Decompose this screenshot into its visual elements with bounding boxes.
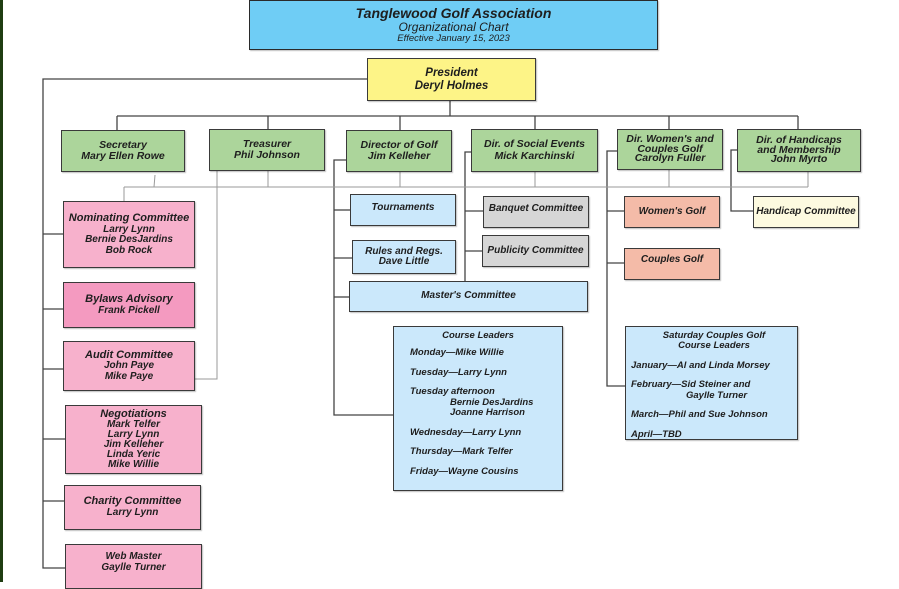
- course-leader-row: Wednesday—Larry Lynn: [410, 426, 522, 438]
- publicity-label: Publicity Committee: [487, 244, 584, 256]
- course-leader-row: Thursday—Mark Telfer: [410, 446, 513, 458]
- couples-golf-label: Couples Golf: [640, 254, 704, 265]
- officer-director-of-golf: Director of Golf Jim Kelleher: [346, 130, 452, 172]
- committee-title: Audit Committee: [85, 348, 173, 361]
- committee-member: John Paye: [103, 360, 155, 372]
- rules-name: Dave Little: [378, 256, 430, 267]
- connector-president-left: [42, 78, 367, 569]
- saturday-leader-row: March—Phil and Sue Johnson: [631, 409, 768, 421]
- officer-role: Dir. Women's and: [626, 132, 714, 145]
- window-edge: [0, 0, 3, 582]
- committee-member: Larry Lynn: [106, 507, 159, 519]
- officer-womens-couples: Dir. Women's and Couples Golf Carolyn Fu…: [617, 129, 723, 170]
- committee-member: Frank Pickell: [98, 304, 160, 316]
- tournaments-label: Tournaments: [371, 202, 435, 213]
- saturday-leader-row: February—Sid Steiner and Gaylle Turner: [631, 379, 797, 401]
- committee-member: Bernie DesJardins: [85, 234, 173, 246]
- committee-title: Bylaws Advisory: [85, 292, 173, 305]
- womens-golf-label: Women's Golf: [638, 205, 706, 217]
- committee-title: Web Master: [105, 551, 162, 562]
- rules-regs-box: Rules and Regs. Dave Little: [352, 240, 456, 274]
- connector-social-branch: [464, 151, 472, 282]
- saturday-leaders-box: Saturday Couples Golf Course Leaders Jan…: [625, 326, 798, 440]
- bylaws-advisory: Bylaws Advisory Frank Pickell: [63, 282, 195, 328]
- committee-member: Larry Lynn: [103, 223, 155, 235]
- officer-role: Treasurer: [242, 137, 292, 150]
- committee-title: Nominating Committee: [68, 211, 190, 224]
- officer-name: Mary Ellen Rowe: [81, 150, 165, 162]
- web-master: Web Master Gaylle Turner: [65, 544, 202, 589]
- chart-title-box: Tanglewood Golf Association Organization…: [249, 0, 658, 50]
- officer-name: Mick Karchinski: [494, 149, 575, 162]
- charity-committee: Charity Committee Larry Lynn: [64, 485, 201, 530]
- couples-golf-box: Couples Golf: [624, 248, 720, 280]
- officer-secretary: Secretary Mary Ellen Rowe: [61, 130, 185, 172]
- tournaments-box: Tournaments: [350, 194, 456, 226]
- course-leaders-title: Course Leaders: [442, 330, 514, 341]
- president-name: Deryl Holmes: [414, 79, 489, 92]
- president-box: President Deryl Holmes: [367, 58, 536, 101]
- course-leader-name: Joanne Harrison: [450, 407, 525, 419]
- effective-date: Effective January 15, 2023: [397, 32, 510, 44]
- organization-name: Tanglewood Golf Association: [355, 5, 552, 22]
- officer-role: Couples Golf: [637, 142, 703, 155]
- officer-name: Carolyn Fuller: [634, 152, 706, 165]
- banquet-committee-box: Banquet Committee: [483, 196, 589, 228]
- course-leader-row: Friday—Wayne Cousins: [410, 465, 519, 477]
- publicity-committee-box: Publicity Committee: [482, 235, 589, 267]
- connector-treasurer-audit: [195, 171, 218, 380]
- rules-title: Rules and Regs.: [365, 245, 443, 257]
- committee-member: Larry Lynn: [107, 429, 160, 440]
- course-leader-name: Bernie DesJardins: [450, 396, 534, 408]
- committee-member: Mike Paye: [104, 370, 154, 382]
- audit-committee: Audit Committee John Paye Mike Paye: [63, 341, 195, 391]
- saturday-leader-month: February—Sid Steiner and: [631, 379, 751, 391]
- committee-member: Mark Telfer: [107, 419, 160, 430]
- president-role: President: [425, 67, 478, 80]
- officer-role: Dir. of Social Events: [484, 138, 585, 151]
- saturday-leader-name: Gaylle Turner: [686, 389, 748, 401]
- committee-member: Gaylle Turner: [101, 561, 166, 573]
- saturday-leaders-title: Saturday Couples Golf: [662, 330, 766, 341]
- saturday-leaders-subtitle: Course Leaders: [678, 340, 750, 352]
- committee-member: Mike Willie: [107, 459, 160, 470]
- banquet-label: Banquet Committee: [488, 203, 584, 214]
- course-leader-row: Tuesday afternoon Bernie DesJardins Joan…: [410, 386, 562, 419]
- committee-title: Negotiations: [100, 408, 167, 420]
- officer-role: Director of Golf: [360, 138, 438, 151]
- committee-member: Jim Kelleher: [103, 439, 164, 450]
- nominating-committee: Nominating Committee Larry Lynn Bernie D…: [63, 201, 195, 268]
- handicap-committee-label: Handicap Committee: [756, 205, 856, 217]
- officer-role: Secretary: [99, 138, 147, 151]
- officer-role: and Membership: [757, 143, 841, 156]
- connector-womens-branch: [606, 150, 625, 387]
- handicap-committee-box: Handicap Committee: [753, 196, 859, 228]
- officer-name: Jim Kelleher: [367, 150, 431, 162]
- officer-social-events: Dir. of Social Events Mick Karchinski: [471, 129, 598, 172]
- officer-role: Dir. of Handicaps: [756, 133, 842, 146]
- course-leader-row: Tuesday—Larry Lynn: [410, 366, 507, 378]
- course-leader-row: Monday—Mike Willie: [410, 347, 504, 359]
- officer-name: John Myrto: [770, 153, 828, 166]
- negotiations-committee: Negotiations Mark Telfer Larry Lynn Jim …: [65, 405, 202, 474]
- committee-title: Charity Committee: [83, 495, 182, 508]
- masters-label: Master's Committee: [421, 290, 516, 302]
- womens-golf-box: Women's Golf: [624, 196, 720, 228]
- committee-member: Bob Rock: [105, 244, 153, 256]
- connector-golf-branch: [333, 159, 394, 416]
- masters-committee-box: Master's Committee: [349, 281, 588, 312]
- saturday-leader-row: January—Al and Linda Morsey: [631, 359, 770, 371]
- course-leaders-box: Course Leaders Monday—Mike Willie Tuesda…: [393, 326, 563, 491]
- officer-name: Phil Johnson: [234, 149, 300, 161]
- officer-handicaps-membership: Dir. of Handicaps and Membership John My…: [737, 129, 861, 172]
- committee-member: Linda Yeric: [106, 449, 161, 460]
- course-leader-day: Tuesday afternoon: [410, 386, 495, 398]
- officer-treasurer: Treasurer Phil Johnson: [209, 129, 325, 171]
- connector-handicap-branch: [730, 149, 754, 212]
- chart-subtitle: Organizational Chart: [398, 20, 509, 35]
- saturday-leader-row: April—TBD: [631, 428, 682, 440]
